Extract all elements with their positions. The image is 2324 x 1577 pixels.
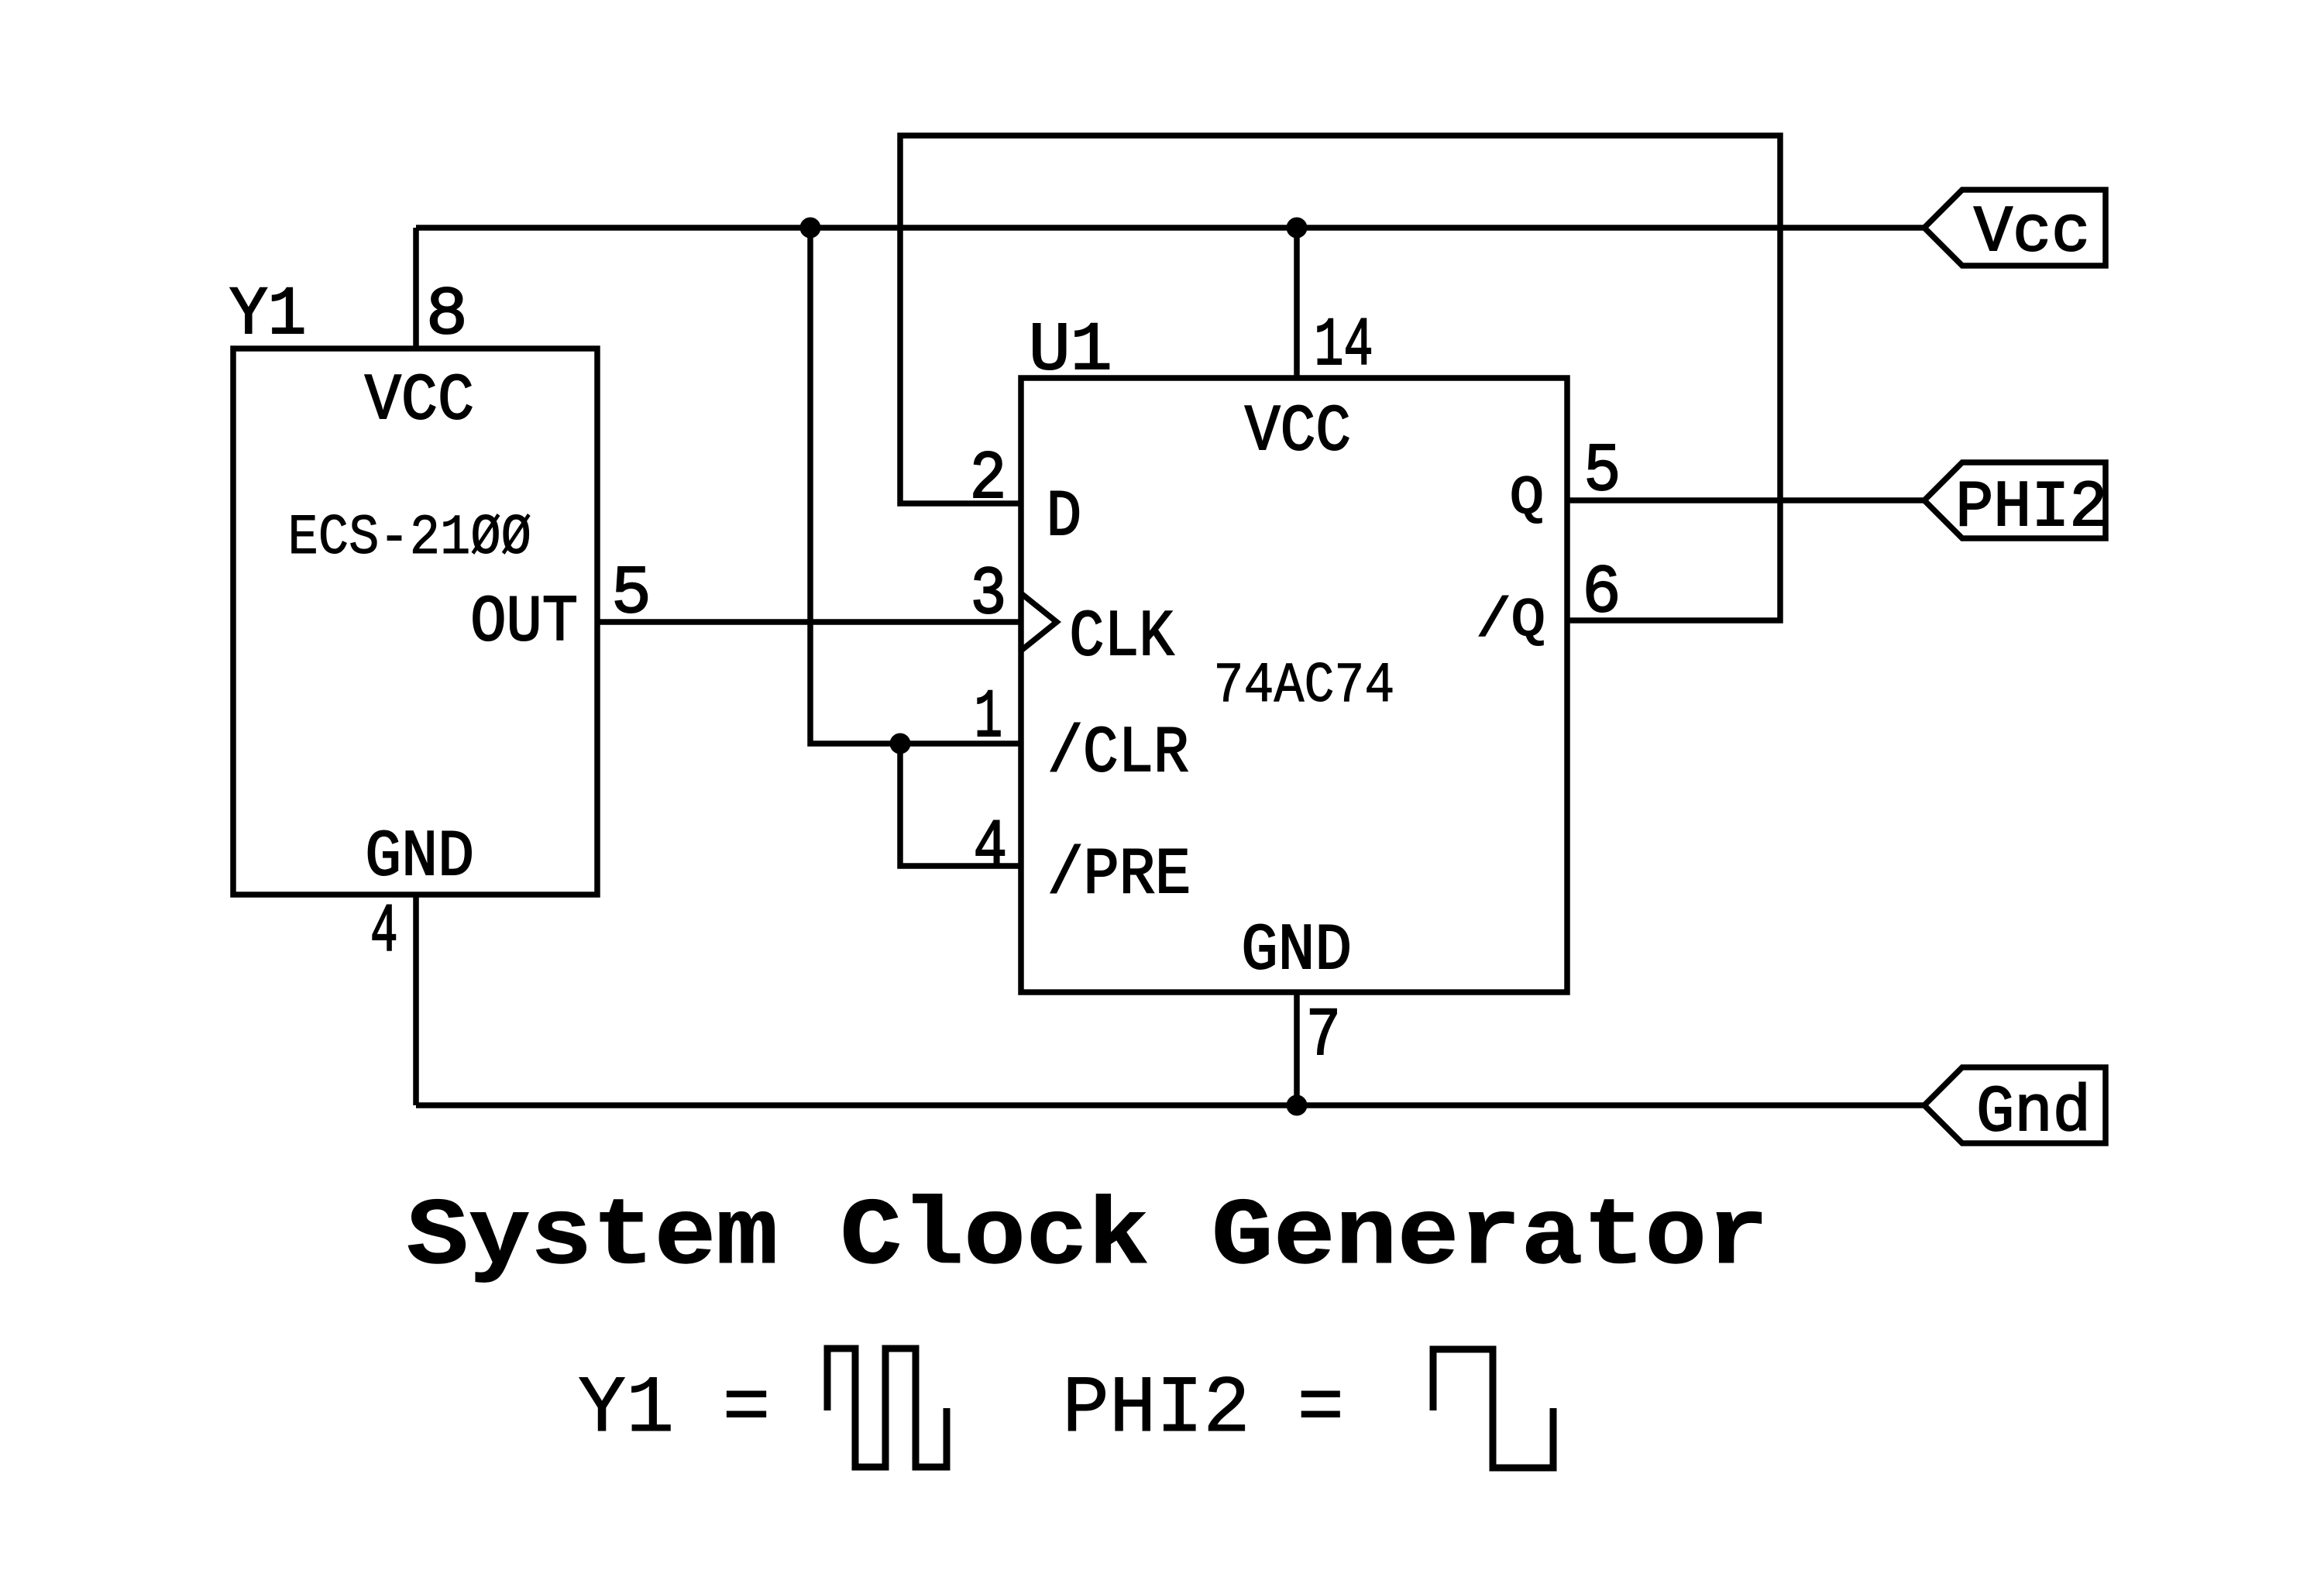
svg-text:VCC: VCC xyxy=(365,365,474,438)
svg-text:Q: Q xyxy=(1510,469,1544,530)
svg-text:Gnd: Gnd xyxy=(1976,1077,2091,1150)
svg-text:3: 3 xyxy=(971,557,1007,634)
svg-text:/Q: /Q xyxy=(1477,591,1545,652)
svg-text:GND: GND xyxy=(1241,915,1352,988)
svg-text:7: 7 xyxy=(1306,998,1341,1075)
svg-text:Vcc: Vcc xyxy=(1974,197,2090,270)
svg-text:PHI2: PHI2 xyxy=(1955,472,2107,545)
svg-text:GND: GND xyxy=(365,821,474,895)
svg-text:5: 5 xyxy=(611,556,651,633)
svg-text:74AC74: 74AC74 xyxy=(1214,654,1395,718)
svg-text:4: 4 xyxy=(370,895,398,971)
svg-text:/CLR: /CLR xyxy=(1047,717,1188,791)
svg-text:Y1 =: Y1 = xyxy=(578,1364,771,1455)
svg-text:1: 1 xyxy=(975,680,1002,757)
svg-text:ECS-21ØØ: ECS-21ØØ xyxy=(288,506,532,570)
svg-text:D: D xyxy=(1047,481,1082,555)
svg-text:U1: U1 xyxy=(1029,313,1112,390)
svg-text:14: 14 xyxy=(1314,308,1373,385)
svg-text:Y1: Y1 xyxy=(229,277,306,354)
svg-text:6: 6 xyxy=(1582,555,1621,632)
svg-text:2: 2 xyxy=(970,441,1007,518)
svg-text:4: 4 xyxy=(974,810,1008,887)
svg-text:OUT: OUT xyxy=(470,586,578,660)
svg-text:System Clock Generator: System Clock Generator xyxy=(407,1184,1769,1291)
svg-text:VCC: VCC xyxy=(1245,396,1351,469)
svg-text:5: 5 xyxy=(1583,434,1621,510)
svg-text:8: 8 xyxy=(426,277,468,354)
svg-text:CLK: CLK xyxy=(1069,601,1174,675)
svg-text:PHI2 =: PHI2 = xyxy=(1062,1364,1344,1455)
svg-text:/PRE: /PRE xyxy=(1047,839,1191,912)
